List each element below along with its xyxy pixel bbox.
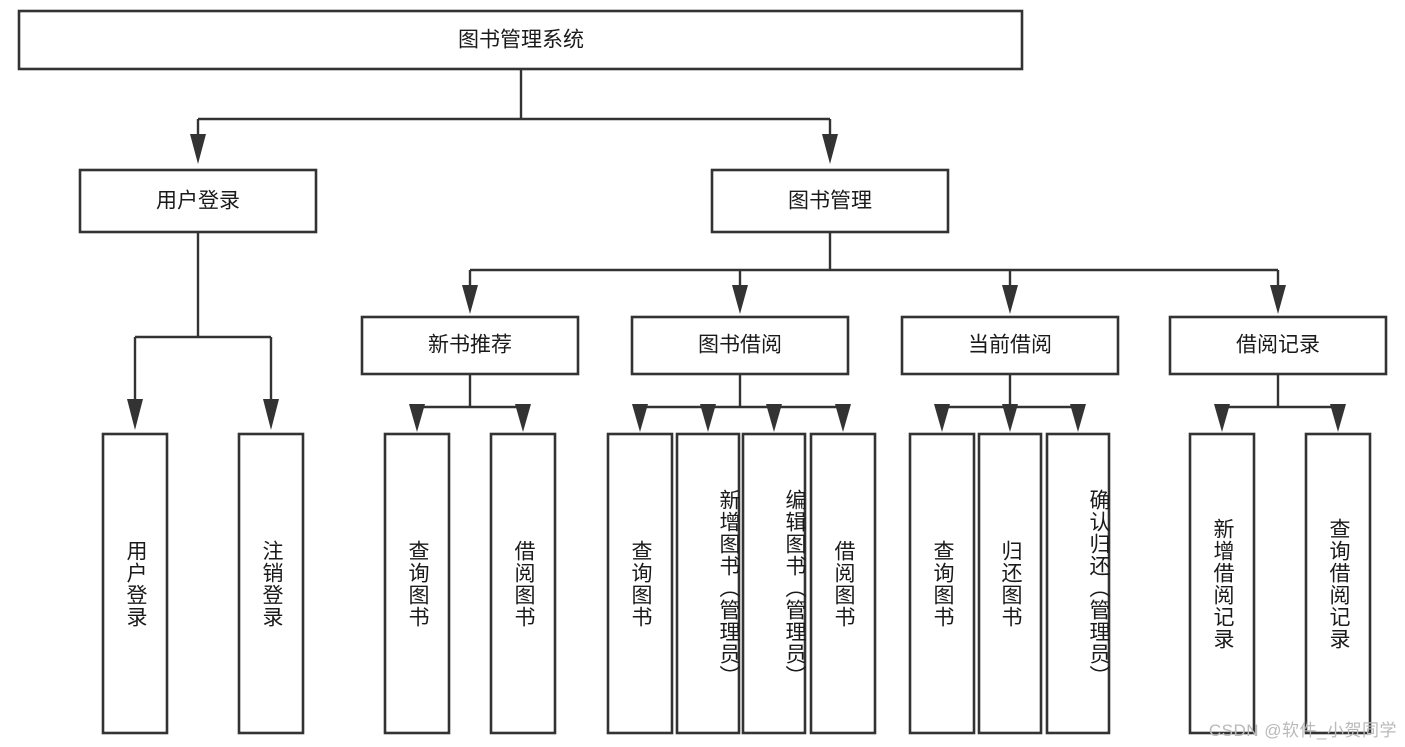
node-root[interactable]: 图书管理系统 xyxy=(17,9,1024,71)
node-box-leaf-add-record[interactable] xyxy=(1188,432,1256,735)
node-box-leaf-logout-login[interactable] xyxy=(237,432,305,735)
arrow-head-leaf-return-book xyxy=(1002,404,1018,432)
arrow-head-leaf-user-login xyxy=(127,399,143,430)
node-label-borrow-record: 借阅记录 xyxy=(1236,334,1320,357)
edge-group-new-book-recommend xyxy=(409,374,531,432)
node-box-book-borrow[interactable] xyxy=(630,315,850,376)
arrow-head-new-book-recommend xyxy=(462,285,478,314)
node-book-management[interactable]: 图书管理 xyxy=(710,168,950,234)
node-label-book-management: 图书管理 xyxy=(788,190,872,213)
node-box-leaf-query-book-2[interactable] xyxy=(606,432,674,735)
edge-group-book-borrow xyxy=(632,374,851,432)
node-box-book-management[interactable] xyxy=(710,168,950,234)
node-box-leaf-borrow-book-2[interactable] xyxy=(809,432,877,735)
edge-group-user-login xyxy=(127,232,279,430)
node-box-user-login[interactable] xyxy=(78,168,318,234)
arrow-head-book-management xyxy=(822,134,838,164)
arrow-head-leaf-edit-book xyxy=(766,404,782,432)
arrow-head-book-borrow xyxy=(732,285,748,314)
arrow-head-borrow-record xyxy=(1270,285,1286,314)
node-box-leaf-confirm-return[interactable] xyxy=(1045,432,1111,735)
node-label-user-login: 用户登录 xyxy=(156,190,240,213)
arrow-head-leaf-confirm-return xyxy=(1070,404,1086,432)
node-borrow-record[interactable]: 借阅记录 xyxy=(1168,315,1388,376)
node-user-login[interactable]: 用户登录 xyxy=(78,168,318,234)
edge-group-current-borrow xyxy=(934,374,1086,432)
arrow-head-leaf-query-record xyxy=(1330,404,1346,432)
arrow-head-leaf-borrow-book-2 xyxy=(835,404,851,432)
node-box-borrow-record[interactable] xyxy=(1168,315,1388,376)
arrow-head-user-login xyxy=(190,134,206,164)
node-box-leaf-query-book-1[interactable] xyxy=(383,432,451,735)
node-label-root: 图书管理系统 xyxy=(458,29,584,52)
node-label-current-borrow: 当前借阅 xyxy=(968,334,1052,357)
node-box-leaf-edit-book[interactable] xyxy=(741,432,807,735)
arrow-head-leaf-query-book-2 xyxy=(632,404,648,432)
node-box-leaf-return-book[interactable] xyxy=(977,432,1043,735)
node-box-current-borrow[interactable] xyxy=(900,315,1120,376)
arrow-head-leaf-borrow-book-1 xyxy=(515,404,531,432)
node-box-leaf-borrow-book-1[interactable] xyxy=(489,432,557,735)
edge-group-root xyxy=(190,70,838,164)
node-box-leaf-add-book[interactable] xyxy=(675,432,741,735)
arrow-head-leaf-query-book-1 xyxy=(409,404,425,432)
node-current-borrow[interactable]: 当前借阅 xyxy=(900,315,1120,376)
arrow-head-leaf-add-book xyxy=(700,404,716,432)
node-box-leaf-query-book-3[interactable] xyxy=(908,432,976,735)
node-label-new-book-recommend: 新书推荐 xyxy=(428,334,512,357)
edge-group-borrow-record xyxy=(1214,374,1346,432)
arrow-head-leaf-add-record xyxy=(1214,404,1230,432)
node-book-borrow[interactable]: 图书借阅 xyxy=(630,315,850,376)
watermark-text: CSDN @软件_小贺同学 xyxy=(1208,721,1397,740)
node-label-book-borrow: 图书借阅 xyxy=(698,334,782,357)
node-box-leaf-user-login[interactable] xyxy=(101,432,169,735)
arrow-head-current-borrow xyxy=(1002,285,1018,314)
node-new-book-recommend[interactable]: 新书推荐 xyxy=(360,315,580,376)
node-box-new-book-recommend[interactable] xyxy=(360,315,580,376)
arrow-head-leaf-query-book-3 xyxy=(934,404,950,432)
edge-group-book-management xyxy=(462,232,1286,314)
arrow-head-leaf-logout xyxy=(263,399,279,430)
node-box-leaf-query-record[interactable] xyxy=(1304,432,1372,735)
node-box-root[interactable] xyxy=(17,9,1024,71)
